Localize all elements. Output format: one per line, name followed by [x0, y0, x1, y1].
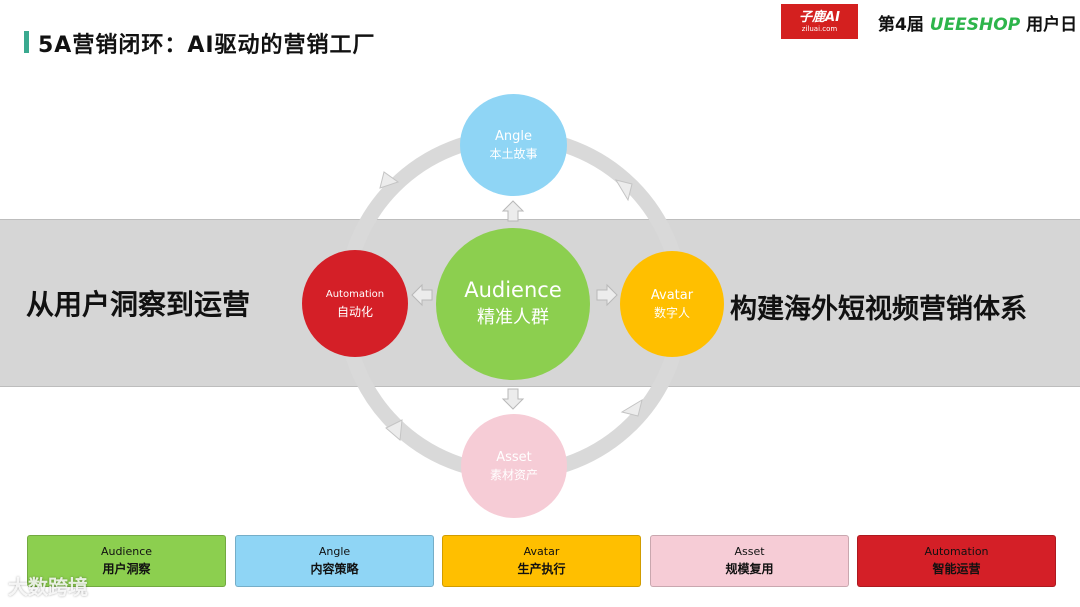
box-audience-title: Audience: [100, 545, 153, 558]
box-avatar-title: Avatar: [523, 545, 560, 558]
event-prefix: 第4届: [878, 15, 924, 35]
box-audience-subtitle: 用户洞察: [102, 562, 151, 576]
page-title: 5A营销闭环：AI驱动的营销工厂: [38, 33, 376, 58]
band-left-text: 从用户洞察到运营: [26, 288, 251, 321]
spoke-arrow-left: [411, 283, 433, 307]
node-angle-en: Angle: [495, 128, 532, 144]
box-automation: Automation 智能运营: [857, 535, 1056, 587]
box-asset-subtitle: 规模复用: [725, 562, 774, 576]
band-right-text: 构建海外短视频营销体系: [730, 294, 1027, 325]
box-automation-subtitle: 智能运营: [932, 562, 981, 576]
box-avatar: Avatar 生产执行: [442, 535, 641, 587]
node-avatar: Avatar 数字人: [620, 251, 724, 357]
node-automation-cn: 自动化: [336, 305, 373, 319]
node-automation: Automation 自动化: [302, 250, 408, 357]
ring-arrow-angle-avatar: [614, 179, 633, 202]
node-angle-cn: 本土故事: [489, 146, 538, 161]
box-angle-subtitle: 内容策略: [310, 562, 359, 576]
node-audience-center: Audience 精准人群: [436, 228, 590, 380]
logo-main-text: 子鹿AI: [799, 9, 840, 25]
ring-arrow-automation-angle: [379, 171, 400, 189]
node-asset-en: Asset: [496, 449, 532, 465]
ziluai-logo: 子鹿AI ziluai.com: [781, 4, 858, 39]
box-automation-title: Automation: [924, 545, 989, 558]
box-asset-title: Asset: [734, 545, 765, 558]
node-avatar-cn: 数字人: [653, 305, 690, 320]
node-asset: Asset 素材资产: [461, 414, 567, 518]
node-center-cn: 精准人群: [477, 307, 549, 328]
title-accent-bar: [24, 31, 29, 53]
box-audience: Audience 用户洞察: [27, 535, 226, 587]
spoke-arrow-up: [501, 200, 525, 222]
watermark: 大数跨境: [8, 575, 88, 599]
event-brand: UEESHOP: [929, 15, 1021, 35]
box-asset: Asset 规模复用: [650, 535, 849, 587]
logo-sub-text: ziluai.com: [801, 24, 838, 33]
ring-arrow-asset-automation: [385, 419, 403, 442]
spoke-arrow-right: [596, 283, 618, 307]
ring-arrow-avatar-asset: [620, 398, 643, 417]
event-suffix: 用户日: [1026, 15, 1078, 35]
box-angle: Angle 内容策略: [235, 535, 434, 587]
node-automation-en: Automation: [325, 289, 385, 300]
summary-boxes: Audience 用户洞察 Angle 内容策略 Avatar 生产执行 Ass…: [27, 535, 1057, 587]
event-logo: 第4届 UEESHOP 用户日: [878, 10, 1077, 35]
node-center-en: Audience: [464, 278, 562, 302]
box-avatar-subtitle: 生产执行: [517, 562, 566, 576]
node-angle: Angle 本土故事: [460, 94, 567, 196]
node-avatar-en: Avatar: [650, 287, 694, 303]
node-asset-cn: 素材资产: [489, 467, 538, 482]
box-angle-title: Angle: [318, 545, 351, 558]
spoke-arrow-down: [501, 388, 525, 410]
